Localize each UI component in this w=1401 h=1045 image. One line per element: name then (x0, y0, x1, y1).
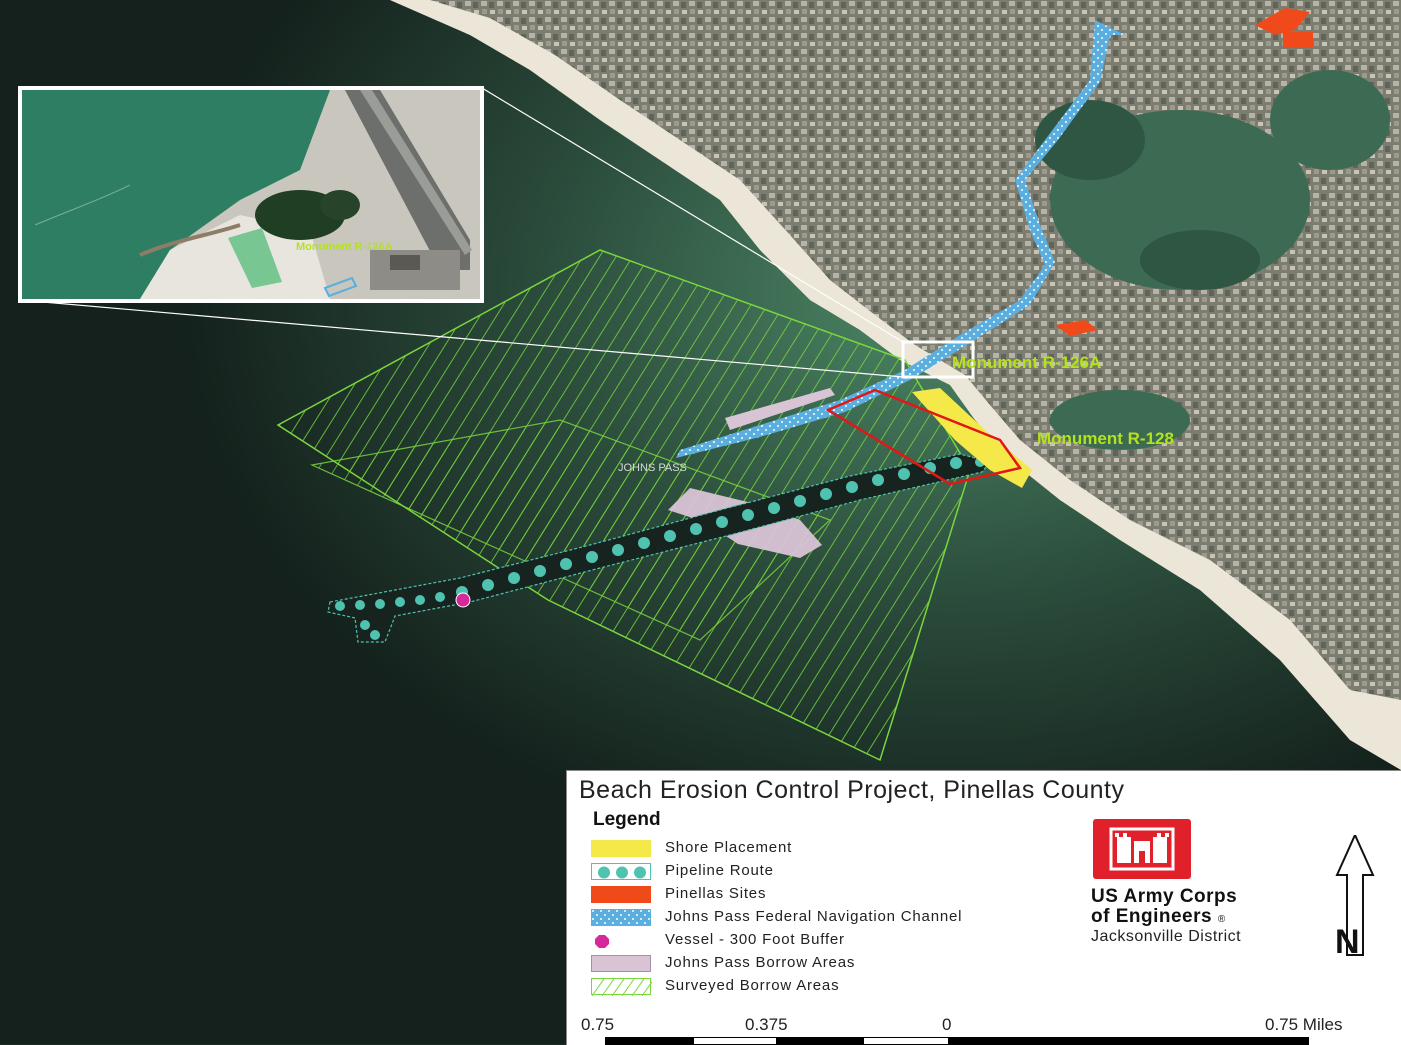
scale-segment (777, 1037, 863, 1045)
pipeline-route[interactable] (327, 453, 992, 643)
legend-item-vessel-buffer[interactable]: Vessel - 300 Foot Buffer (591, 931, 1071, 951)
pinellas-site[interactable] (1255, 8, 1310, 35)
legend-heading: Legend (593, 809, 661, 830)
agency-name-line1: US Army Corps (1091, 886, 1238, 907)
johns-pass-label: JOHNS PASS (618, 462, 687, 474)
inset-shore-placement (228, 228, 282, 288)
pipeline-route-swatch (591, 863, 651, 880)
octagon-icon (595, 935, 609, 948)
borrow-areas-swatch (591, 955, 651, 972)
monument-r126a-label: Monument R-126A (952, 353, 1101, 372)
hatch-pattern-icon (592, 979, 652, 996)
shore-placement-swatch (591, 840, 651, 857)
project-boundary[interactable] (825, 388, 1023, 486)
legend-item-label: Johns Pass Federal Navigation Channel (665, 908, 963, 925)
usace-castle-logo (1093, 819, 1191, 879)
bay (1050, 390, 1190, 450)
registered-mark: ® (1217, 914, 1226, 925)
legend-item-shore-placement[interactable]: Shore Placement (591, 839, 1071, 859)
pinellas-site[interactable] (1055, 320, 1098, 336)
legend-item-label: Pipeline Route (665, 862, 774, 879)
johns-pass-borrow-area[interactable] (725, 388, 835, 430)
north-arrow: N (1335, 832, 1385, 965)
monument-r128-label: Monument R-128 (1037, 429, 1174, 448)
bay (1270, 70, 1390, 170)
scale-label-1: 0.375 (745, 1015, 788, 1034)
navigation-channel-swatch (591, 909, 651, 926)
dot-pattern-icon (591, 909, 651, 926)
agency-district: Jacksonville District (1091, 928, 1242, 945)
scale-label-3: 0.75 Miles (1265, 1015, 1343, 1034)
surveyed-areas-swatch (591, 978, 652, 996)
legend-item-label: Johns Pass Borrow Areas (665, 954, 856, 971)
vessel-buffer-swatch (591, 932, 651, 949)
legend-item-pinellas-sites[interactable]: Pinellas Sites (591, 885, 1071, 905)
bay (1140, 230, 1260, 290)
map-title: Beach Erosion Control Project, Pinellas … (579, 776, 1125, 804)
agency-name-line2-text: of Engineers (1091, 906, 1213, 927)
legend-item-borrow-areas[interactable]: Johns Pass Borrow Areas (591, 954, 1071, 974)
legend-panel: Beach Erosion Control Project, Pinellas … (566, 770, 1401, 1045)
castle-icon (1109, 827, 1175, 871)
scale-label-0: 0.75 (581, 1015, 615, 1034)
scale-label-2: 0 (942, 1015, 952, 1034)
legend-item-pipeline-route[interactable]: Pipeline Route (591, 862, 1071, 882)
surveyed-borrow-area[interactable] (309, 419, 832, 641)
inset-monument-label: Monument R-126A (296, 241, 393, 253)
navigation-channel[interactable] (676, 20, 1125, 458)
inset-locator-box[interactable] (901, 340, 975, 379)
legend-item-label: Vessel - 300 Foot Buffer (665, 931, 845, 948)
pipeline-dots-icon (598, 866, 646, 879)
legend-item-label: Surveyed Borrow Areas (665, 977, 840, 994)
north-letter: N (1335, 923, 1360, 961)
scale-segment (605, 1037, 693, 1045)
legend-item-navigation-channel[interactable]: Johns Pass Federal Navigation Channel (591, 908, 1071, 928)
vessel-buffer-marker[interactable] (455, 592, 471, 608)
legend-item-label: Shore Placement (665, 839, 793, 856)
legend-item-surveyed-areas[interactable]: Surveyed Borrow Areas (591, 977, 1071, 997)
shore-placement[interactable] (912, 388, 1032, 488)
agency-name-line2: of Engineers ® (1091, 906, 1226, 928)
pinellas-sites-swatch (591, 886, 651, 903)
legend-item-label: Pinellas Sites (665, 885, 767, 902)
north-arrow-icon: N (1335, 832, 1375, 961)
inset-connector-line (481, 87, 904, 343)
inset-view[interactable]: Monument R-126A (18, 86, 484, 303)
inset-connector-line (19, 299, 904, 378)
pinellas-site[interactable] (1283, 32, 1313, 48)
pipeline-dots (335, 457, 985, 640)
scale-segment (949, 1037, 1309, 1045)
